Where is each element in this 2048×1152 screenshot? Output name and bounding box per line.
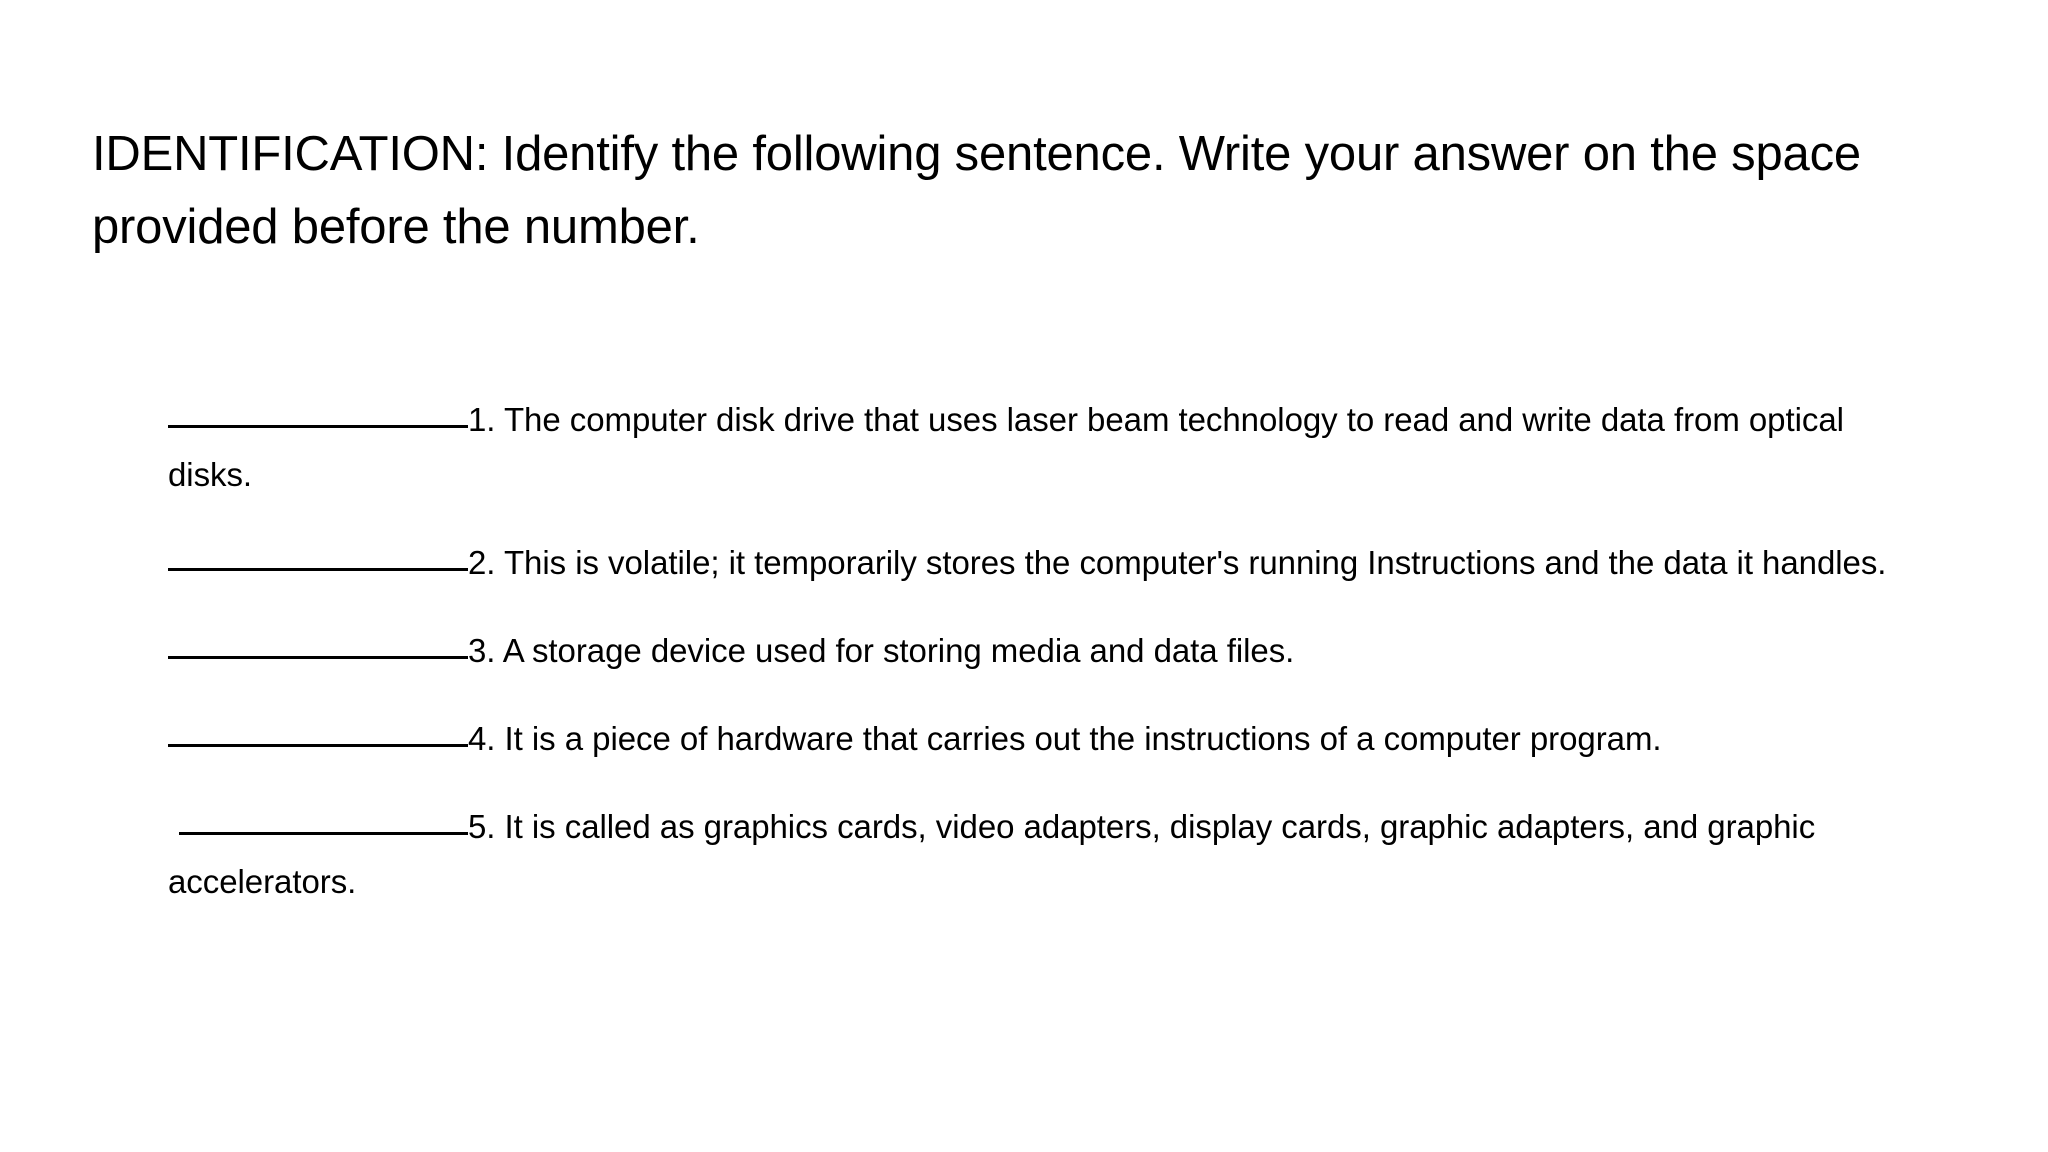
answer-blank-1[interactable] [168, 399, 468, 428]
question-list: 1. The computer disk drive that uses las… [168, 392, 1928, 909]
page-title: IDENTIFICATION: Identify the following s… [92, 127, 1861, 254]
answer-blank-4[interactable] [168, 718, 468, 747]
answer-blank-5[interactable] [179, 806, 468, 835]
question-text-4: 4. It is a piece of hardware that carrie… [468, 720, 1662, 757]
list-item: 5. It is called as graphics cards, video… [168, 799, 1928, 909]
list-item: 3. A storage device used for storing med… [168, 623, 1928, 678]
list-item: 4. It is a piece of hardware that carrie… [168, 711, 1928, 766]
list-item: 1. The computer disk drive that uses las… [168, 392, 1928, 502]
question-text-1: 1. The computer disk drive that uses las… [168, 401, 1844, 493]
question-text-3: 3. A storage device used for storing med… [468, 632, 1295, 669]
question-text-5: 5. It is called as graphics cards, video… [168, 808, 1816, 900]
answer-blank-2[interactable] [168, 542, 468, 571]
answer-blank-3[interactable] [168, 630, 468, 659]
question-text-2: 2. This is volatile; it temporarily stor… [468, 544, 1887, 581]
list-item: 2. This is volatile; it temporarily stor… [168, 535, 1928, 590]
